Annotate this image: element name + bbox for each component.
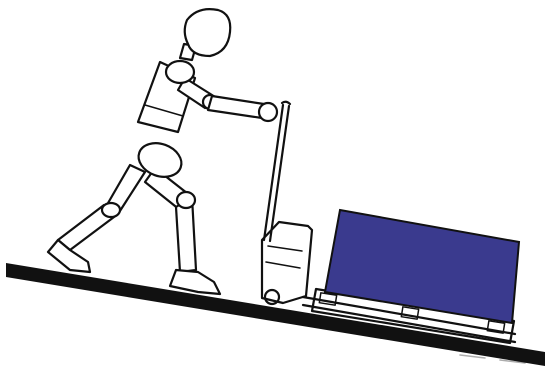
hand [259, 103, 277, 121]
forearm [208, 96, 264, 118]
shoulder [166, 61, 194, 83]
mannequin-figure [48, 9, 277, 294]
front-foot [170, 270, 220, 294]
jack-handle [264, 105, 289, 241]
jack-wheel [265, 290, 279, 304]
head [185, 9, 231, 56]
